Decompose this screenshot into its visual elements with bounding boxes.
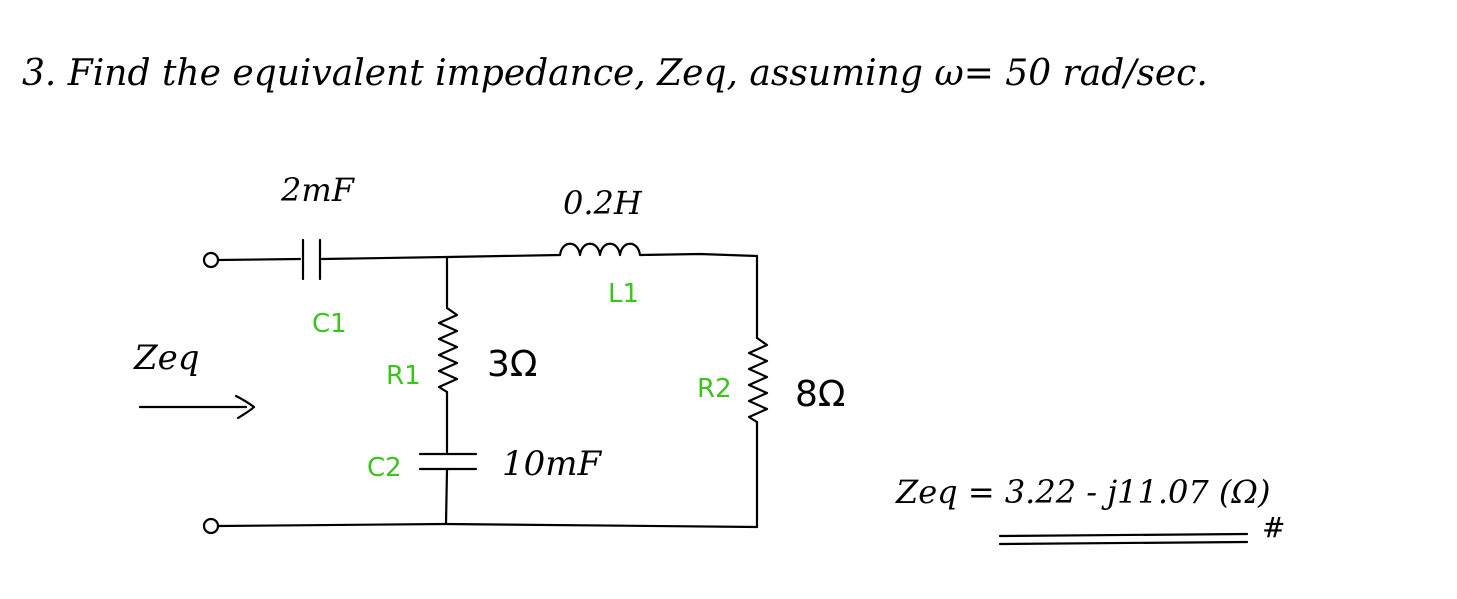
r1-label: R1 [386,361,421,391]
wire-top-left [216,257,302,262]
zeq-arrow-icon [138,394,256,420]
c2-label: C2 [367,453,402,483]
resistor-r2-symbol [747,336,769,424]
resistor-r1-symbol [437,306,459,394]
c1-label: C1 [312,309,347,339]
answer-text: Zeq = 3.22 - j11.07 (Ω) [895,473,1270,511]
wire-mid-bottom [444,468,449,526]
input-terminal-bottom [202,517,220,535]
l1-label: L1 [608,279,639,309]
c2-value: 10mF [502,444,603,484]
r2-value: 8Ω [795,374,845,415]
capacitor-c2-symbol [418,452,478,471]
c1-value: 2mF [280,171,356,209]
l1-value: 0.2H [563,184,643,222]
capacitor-c1-symbol [301,238,322,281]
r1-value: 3Ω [487,344,537,385]
wire-top-mid [320,253,562,261]
wire-bottom [216,522,759,529]
zeq-input-label: Zeq [133,338,200,378]
answer-mark: # [1262,511,1285,544]
input-terminal-top [202,251,220,269]
r2-label: R2 [697,374,732,404]
answer-double-underline [998,532,1249,546]
inductor-l1-symbol [558,242,759,278]
problem-statement: 3. Find the equivalent impedance, Zeq, a… [22,53,1208,94]
